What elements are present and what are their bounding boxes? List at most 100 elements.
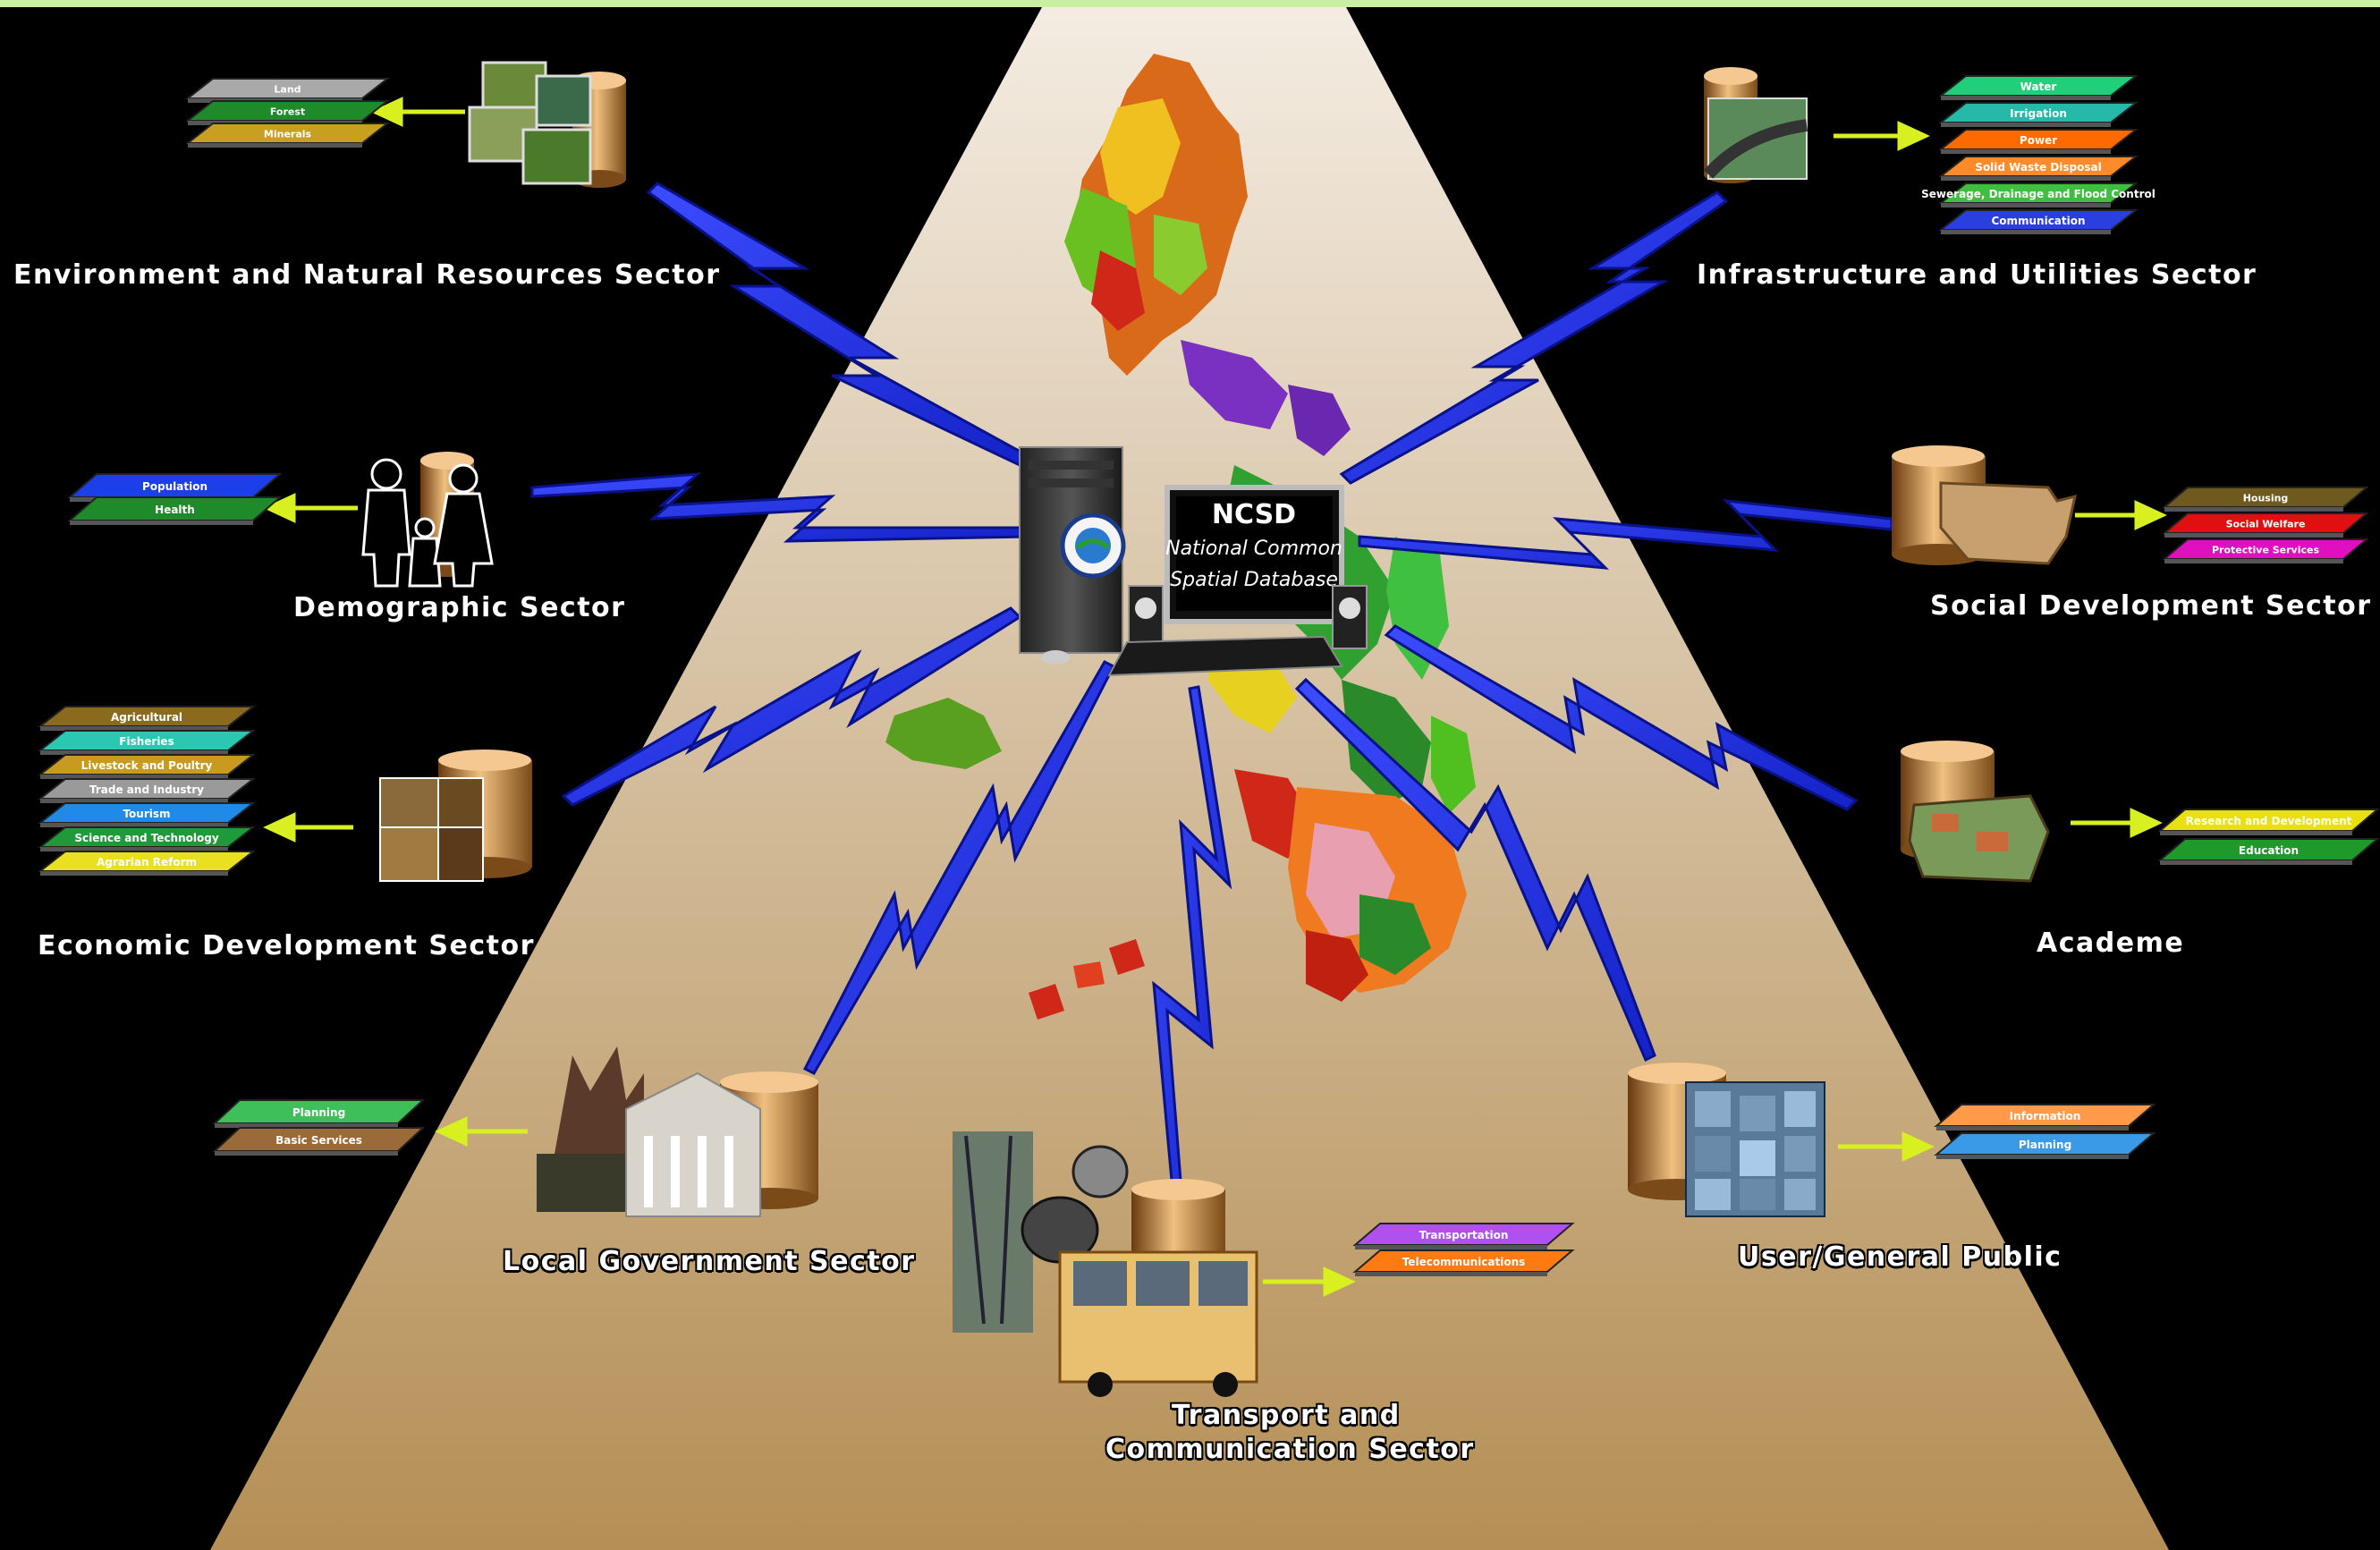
people-collage-photo bbox=[1685, 1081, 1825, 1217]
arrow-left-icon bbox=[370, 97, 465, 127]
map-layer-label: Protective Services bbox=[2212, 545, 2320, 556]
map-layer-label: Telecommunications bbox=[1402, 1256, 1526, 1268]
map-layer-edge bbox=[40, 823, 228, 827]
map-layer-edge bbox=[1355, 1272, 1547, 1276]
academe-sector-label: Academe bbox=[2037, 927, 2185, 959]
map-layer-label: Land bbox=[274, 84, 301, 96]
housing-map-photo bbox=[1939, 481, 2077, 565]
map-layer-label: Water bbox=[2020, 80, 2057, 93]
keyboard bbox=[1107, 635, 1343, 677]
map-layer-edge bbox=[2164, 533, 2343, 538]
map-layer-edge bbox=[40, 799, 228, 803]
monument-building-photo bbox=[537, 1046, 761, 1217]
map-layer-label: Planning bbox=[2019, 1139, 2071, 1151]
map-layer-edge bbox=[1941, 96, 2111, 100]
map-layer-edge bbox=[1941, 230, 2111, 234]
map-layer-label: Forest bbox=[270, 106, 305, 118]
ncsd-subtitle-line1: National Common bbox=[1165, 538, 1342, 560]
map-layer-edge bbox=[1941, 203, 2111, 208]
demographic-sector-label: Demographic Sector bbox=[293, 592, 626, 623]
bolt-transport bbox=[1152, 685, 1232, 1182]
arrow-right-icon bbox=[1263, 1266, 1356, 1297]
map-layer-label: Livestock and Poultry bbox=[81, 759, 213, 772]
sector-photos bbox=[361, 61, 2077, 1397]
map-layer-edge bbox=[1941, 176, 2111, 181]
map-layer-label: Transportation bbox=[1419, 1229, 1509, 1241]
map-layer-edge bbox=[40, 847, 228, 851]
map-layer-edge bbox=[2160, 860, 2352, 865]
map-layer-label: Agricultural bbox=[111, 711, 182, 724]
ncsd-computer: NCSD National Common Spatial Database bbox=[1019, 446, 1368, 677]
map-layer-label: Information bbox=[2010, 1110, 2081, 1122]
map-layer-label: Irrigation bbox=[2010, 107, 2067, 120]
map-layer-edge bbox=[215, 1123, 398, 1128]
map-layer-edge bbox=[40, 750, 228, 755]
map-layer-edge bbox=[40, 775, 228, 779]
map-layer-label: Tourism bbox=[123, 808, 170, 820]
ncsd-subtitle-line2: Spatial Database bbox=[1170, 569, 1338, 591]
ncsd-title: NCSD bbox=[1212, 499, 1296, 530]
map-layer-edge bbox=[40, 871, 228, 876]
arrow-left-icon bbox=[263, 493, 358, 523]
map-layer-label: Social Welfare bbox=[2226, 519, 2306, 530]
map-layer-label: Basic Services bbox=[275, 1134, 362, 1147]
map-layer-edge bbox=[70, 521, 253, 525]
map-layer-edge bbox=[1355, 1245, 1547, 1249]
map-layer-label: Health bbox=[155, 504, 195, 516]
map-layer-label: Power bbox=[2020, 134, 2057, 147]
arrow-left-icon bbox=[263, 812, 353, 843]
map-layer-label: Population bbox=[142, 480, 208, 493]
local-government-sector-label: Local Government Sector bbox=[503, 1246, 916, 1277]
map-layer-label: Trade and Industry bbox=[89, 783, 204, 796]
map-layer-edge bbox=[1936, 1126, 2129, 1131]
map-layer-edge bbox=[215, 1151, 398, 1156]
infrastructure-sector-label: Infrastructure and Utilities Sector bbox=[1697, 259, 2257, 291]
map-layer-label: Research and Development bbox=[2186, 815, 2352, 827]
map-layer-label: Housing bbox=[2243, 493, 2289, 504]
map-layer-label: Sewerage, Drainage and Flood Control bbox=[1921, 188, 2156, 200]
map-layer-label: Solid Waste Disposal bbox=[1975, 161, 2101, 174]
transport-sector-label-line1: Transport and bbox=[1172, 1400, 1401, 1431]
map-layer-label: Minerals bbox=[264, 129, 312, 140]
map-layer-label: Planning bbox=[292, 1106, 345, 1119]
arrow-right-icon bbox=[1838, 1131, 1935, 1162]
arrows bbox=[263, 97, 2167, 1297]
map-layer-label: Agrarian Reform bbox=[97, 856, 197, 868]
satellite-dish-icon bbox=[1071, 1145, 1129, 1198]
top-border bbox=[0, 0, 2380, 7]
map-layer-edge bbox=[2164, 507, 2343, 512]
map-layer-edge bbox=[40, 726, 228, 731]
bolt-infrastructure bbox=[1339, 191, 1729, 485]
economic-sector-label: Economic Development Sector bbox=[38, 930, 535, 961]
bolt-academe bbox=[1384, 624, 1859, 811]
family-silhouette-icon bbox=[361, 458, 494, 588]
campus-photo bbox=[1908, 794, 2050, 883]
environment-sector-label: Environment and Natural Resources Sector bbox=[13, 259, 721, 291]
nature-photos bbox=[468, 61, 592, 185]
arrow-right-icon bbox=[2071, 808, 2163, 838]
map-layer-edge bbox=[1941, 149, 2111, 154]
bolt-social bbox=[1358, 499, 1893, 570]
transport-sector-label-line2: Communication Sector bbox=[1105, 1434, 1475, 1465]
map-layer-edge bbox=[188, 143, 362, 148]
map-layer-label: Science and Technology bbox=[74, 832, 219, 844]
map-layer-label: Education bbox=[2239, 844, 2299, 857]
map-layer-label: Communication bbox=[1991, 215, 2085, 227]
map-layer-edge bbox=[2164, 559, 2343, 563]
social-sector-label: Social Development Sector bbox=[1930, 590, 2372, 622]
map-layer-edge bbox=[1941, 123, 2111, 127]
arrow-right-icon bbox=[2075, 500, 2167, 530]
bus-photo bbox=[1058, 1250, 1258, 1397]
arrow-right-icon bbox=[1834, 121, 1930, 151]
telecom-tower-photo bbox=[953, 1131, 1129, 1333]
